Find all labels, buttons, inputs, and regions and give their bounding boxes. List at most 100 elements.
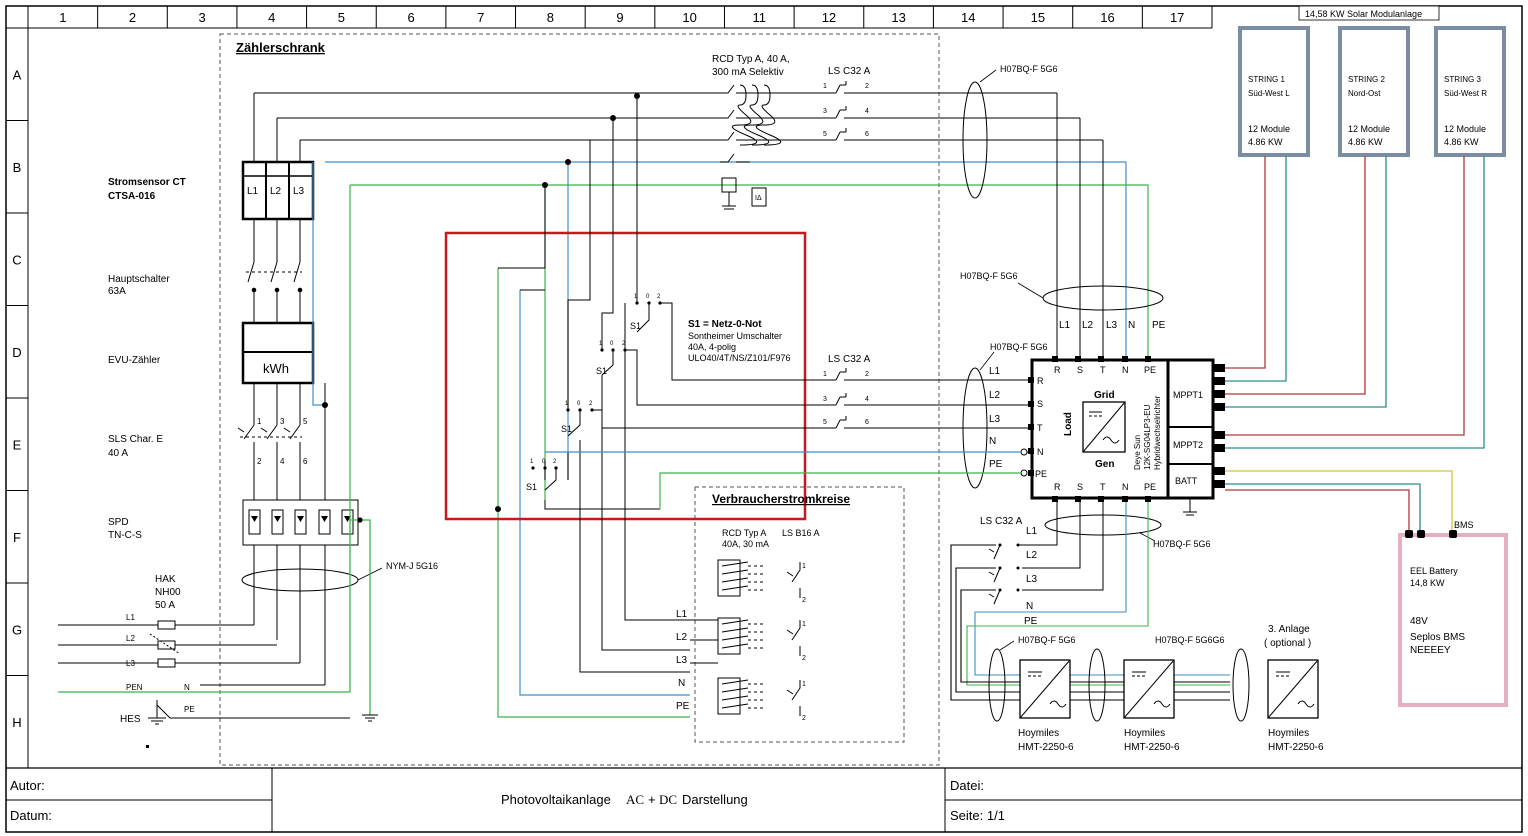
hak-rating: 50 A [155,600,175,611]
column-number: 15 [1031,10,1045,25]
dot-mark [146,745,149,748]
gen-phase-labels: L1 L2 L3 N PE [1024,526,1038,627]
svg-text:2: 2 [802,715,806,722]
cabinet-wiring [175,92,720,686]
battery-capacity: 14,8 KW [1410,578,1445,588]
consumer-circuits-frame [694,486,905,743]
svg-text:L1: L1 [1026,526,1038,537]
svg-text:L2: L2 [126,634,135,643]
row-letter: G [12,622,22,637]
main-switch-label: Hauptschalter [108,274,170,285]
svg-text:AC: AC [626,792,644,807]
svg-text:2: 2 [802,655,806,662]
column-number: 10 [682,10,696,25]
cable-label-gen: H07BQ-F 5G6 [1153,539,1211,549]
svg-text:N: N [1122,365,1129,375]
consumer-circuit-3: 12 [717,677,806,722]
svg-text:S: S [1077,482,1083,492]
hak-label: HAK [155,574,176,585]
svg-text:L3: L3 [989,414,1001,425]
optional-note: ( optional ) [1264,638,1311,649]
svg-text:4: 4 [280,457,285,466]
sls-rating: 40 A [108,448,128,459]
surge-protector [242,499,359,546]
svg-text:MPPT1: MPPT1 [1173,390,1203,400]
pv-string-name: STRING 1 [1248,75,1285,84]
rcd-spec: 300 mA Selektiv [712,67,784,78]
svg-text:+: + [648,792,656,807]
svg-text:2: 2 [865,83,869,90]
pv-string-dir: Nord-Ost [1348,89,1381,98]
svg-text:L3: L3 [1106,320,1118,331]
svg-text:1: 1 [823,83,827,90]
pv-string-name: STRING 3 [1444,75,1481,84]
pv-string-name: STRING 2 [1348,75,1385,84]
svg-text:12K-SG04LP3-EU: 12K-SG04LP3-EU [1143,404,1152,470]
svg-text:2: 2 [622,341,626,347]
main-switch-rating: 63A [108,286,126,297]
date-label: Datum: [10,808,52,823]
rcd-small-label: RCD Typ A [722,528,766,538]
svg-text:N: N [678,678,685,689]
svg-text:3: 3 [823,108,827,115]
column-number: 12 [822,10,836,25]
svg-text:Hybridwechselrichter: Hybridwechselrichter [1153,395,1162,470]
column-number: 13 [891,10,905,25]
svg-text:1: 1 [599,341,603,347]
meter-label: EVU-Zähler [108,355,161,366]
rcd-small-spec: 40A, 30 mA [722,539,769,549]
column-number: 3 [199,10,206,25]
svg-text:Hoymiles: Hoymiles [1124,728,1165,739]
svg-text:S1: S1 [630,321,641,331]
switch-title: S1 = Netz-0-Not [688,319,762,330]
svg-text:1: 1 [823,371,827,378]
ls-b16-label: LS B16 A [782,528,820,538]
meter-cabinet-frame [219,33,940,766]
ls-c32-top-label: LS C32 A [828,66,871,77]
svg-text:PE: PE [1144,365,1156,375]
svg-text:L2: L2 [270,186,282,197]
svg-text:S1: S1 [596,366,607,376]
column-number: 7 [477,10,484,25]
title-block [6,768,1522,832]
battery-name: EEL Battery [1410,566,1458,576]
gen-wiring [970,502,1104,591]
ct-label: Stromsensor CT [108,177,186,188]
main-switch [246,261,303,293]
file-label: Datei: [950,778,984,793]
micro-inverter-3 [1267,659,1319,719]
svg-text:5: 5 [823,419,827,426]
svg-text:2: 2 [553,459,557,465]
ls-c32-load-label: LS C32 A [828,354,871,365]
svg-text:Deye Sun: Deye Sun [1133,435,1142,470]
column-number: 1 [59,10,66,25]
svg-text:L1: L1 [989,366,1001,377]
svg-text:S: S [1077,365,1083,375]
svg-text:PE: PE [1144,482,1156,492]
hak-type: NH00 [155,587,181,598]
svg-text:5: 5 [303,417,308,426]
svg-text:BATT: BATT [1175,476,1198,486]
svg-text:Hoymiles: Hoymiles [1018,728,1059,739]
svg-text:IΔ: IΔ [755,195,762,202]
svg-text:1: 1 [802,681,806,688]
svg-text:3: 3 [280,417,285,426]
solar-title-box [1298,5,1440,21]
svg-text:L1: L1 [126,613,135,622]
cable-ring-load [962,367,988,489]
micro-inverter-bus [950,502,1230,701]
svg-text:Load: Load [1063,412,1074,436]
svg-text:4: 4 [865,396,869,403]
svg-text:N: N [184,683,190,692]
svg-text:2: 2 [589,401,593,407]
svg-text:Darstellung: Darstellung [682,792,748,807]
cable-label-top: H07BQ-F 5G6 [1000,64,1058,74]
consumer-circuits-title: Verbraucherstromkreise [712,492,850,506]
svg-text:N: N [1037,447,1044,457]
